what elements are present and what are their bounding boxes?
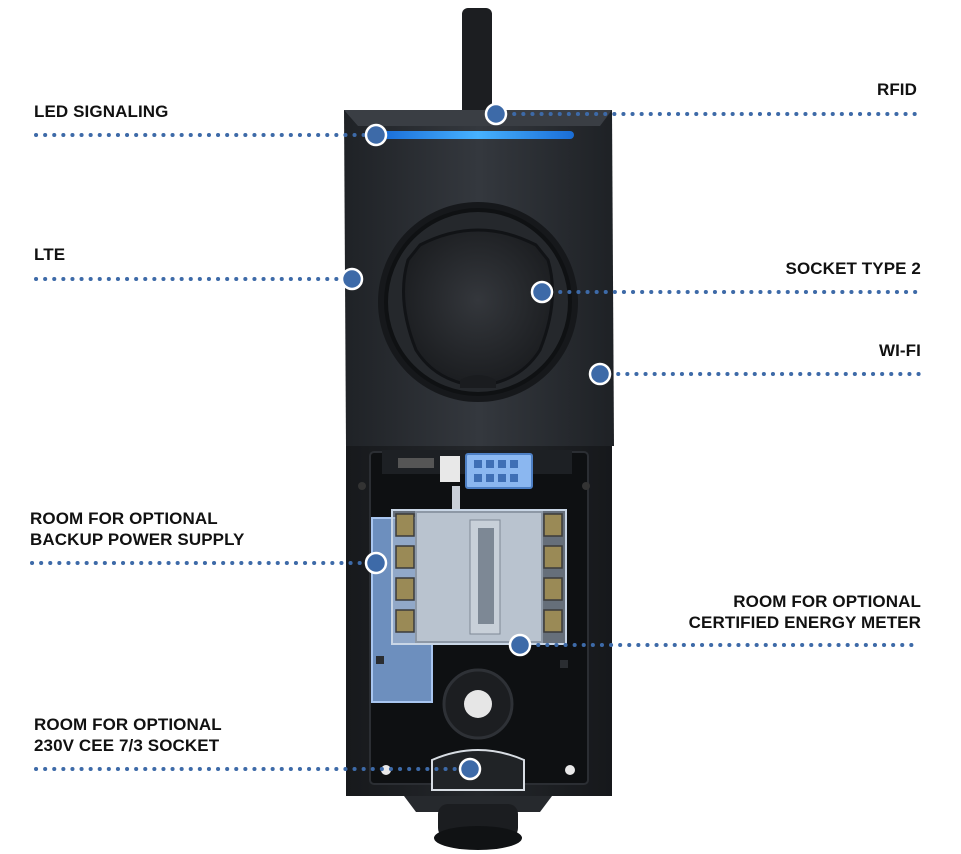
- callout-meter-line-1: ROOM FOR OPTIONAL: [733, 592, 921, 611]
- callout-cee-line-1: ROOM FOR OPTIONAL: [34, 715, 222, 734]
- callout-cee-socket: ROOM FOR OPTIONAL 230V CEE 7/3 SOCKET: [34, 714, 222, 756]
- callout-wifi-line-1: WI-FI: [878, 341, 921, 360]
- callout-led-line-1: LED SIGNALING: [34, 102, 169, 121]
- callout-backup-line-2: BACKUP POWER SUPPLY: [30, 530, 245, 549]
- callout-meter-line-2: CERTIFIED ENERGY METER: [688, 613, 921, 632]
- callout-wifi: WI-FI: [879, 340, 921, 361]
- upper-housing: [344, 110, 614, 446]
- callout-backup-line-1: ROOM FOR OPTIONAL: [30, 509, 218, 528]
- marker-dot-lte: [340, 267, 364, 291]
- callout-lte: LTE: [34, 244, 65, 265]
- callout-energy-meter: ROOM FOR OPTIONAL CERTIFIED ENERGY METER: [689, 591, 921, 633]
- marker-dot-led: [364, 123, 388, 147]
- lower-housing: [346, 446, 612, 850]
- power-cable: [462, 8, 492, 118]
- callout-socket-line-1: SOCKET TYPE 2: [785, 259, 921, 278]
- marker-dot-wifi: [588, 362, 612, 386]
- callout-rfid: RFID: [877, 79, 917, 100]
- terminal-block: [465, 453, 533, 489]
- energy-meter-space: [391, 509, 567, 645]
- callout-socket-type2: SOCKET TYPE 2: [786, 258, 921, 279]
- led-strip: [382, 131, 574, 139]
- marker-dot-meter: [508, 633, 532, 657]
- marker-dot-rfid: [484, 102, 508, 126]
- callout-lte-line-1: LTE: [34, 245, 66, 264]
- callout-backup-power: ROOM FOR OPTIONAL BACKUP POWER SUPPLY: [30, 508, 244, 550]
- callout-cee-line-2: 230V CEE 7/3 SOCKET: [34, 736, 220, 755]
- marker-dot-cee: [458, 757, 482, 781]
- socket-type2: [402, 228, 554, 388]
- callout-rfid-line-1: RFID: [876, 80, 917, 99]
- marker-dot-socket: [530, 280, 554, 304]
- callout-led-signaling: LED SIGNALING: [34, 101, 168, 122]
- marker-dot-backup: [364, 551, 388, 575]
